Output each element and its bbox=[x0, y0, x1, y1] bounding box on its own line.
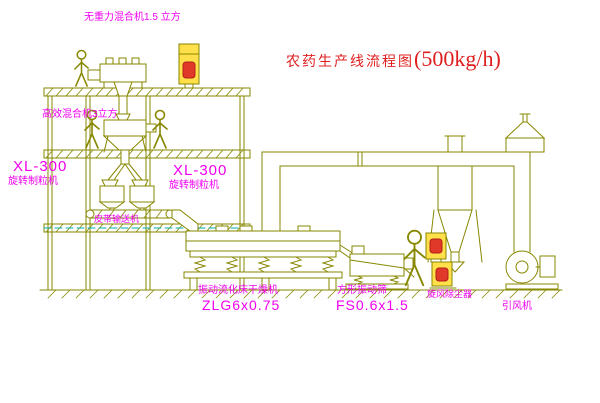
label-dryer-name: 振动流化床干燥机 bbox=[198, 285, 278, 296]
control-panel-screen bbox=[425, 232, 447, 263]
label-screen-model: FS0.6x1.5 bbox=[336, 297, 409, 313]
fluid-bed-dryer bbox=[183, 225, 355, 291]
label-dryer-model: ZLG6x0.75 bbox=[202, 297, 281, 313]
roof-mixer bbox=[87, 57, 147, 115]
ground-line bbox=[39, 289, 563, 299]
belt-conveyor bbox=[85, 209, 199, 232]
control-panel-cyclone bbox=[429, 261, 457, 289]
label-roof-mixer: 无重力混合机1.5 立方 bbox=[84, 12, 181, 23]
label-cyclone: 旋风除尘器 bbox=[427, 289, 473, 299]
person-roof bbox=[74, 49, 89, 87]
control-panel-roof bbox=[178, 43, 200, 89]
label-belt-conveyor: 皮带输送机 bbox=[94, 214, 140, 224]
label-screen-name: 方形振动筛 bbox=[337, 285, 387, 296]
splitter-chute bbox=[107, 163, 143, 181]
exhaust-duct bbox=[261, 151, 531, 253]
label-fan: 引风机 bbox=[502, 301, 532, 312]
label-floor-mixer: 高效混合机3立方 bbox=[42, 109, 118, 120]
label-granulator-mid-model: XL-300 bbox=[173, 162, 228, 179]
floor-mixer bbox=[102, 113, 157, 165]
title-capacity: (500kg/h) bbox=[414, 46, 501, 71]
vent-stack bbox=[504, 113, 546, 153]
granulator-right bbox=[128, 179, 156, 211]
cyclone-separator bbox=[427, 135, 483, 273]
title-text: 农药生产线流程图 bbox=[286, 53, 414, 69]
granulator-left bbox=[98, 179, 126, 211]
label-granulator-left-model: XL-300 bbox=[13, 158, 68, 175]
diagram-title: 农药生产线流程图(500kg/h) bbox=[286, 46, 501, 72]
vibrating-screen bbox=[345, 245, 415, 290]
label-granulator-mid-name: 旋转制粒机 bbox=[169, 180, 219, 191]
induced-draft-fan bbox=[505, 250, 559, 290]
label-granulator-left-name: 旋转制粒机 bbox=[8, 176, 58, 187]
